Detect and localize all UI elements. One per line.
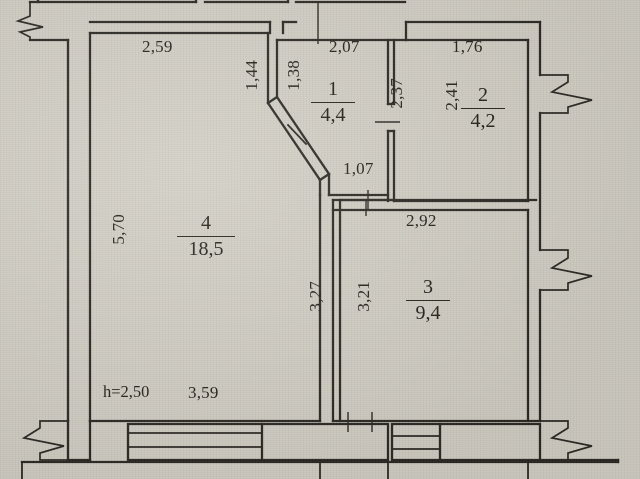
break-line-top-left	[15, 1, 44, 41]
room-label-3: 3 9,4	[400, 276, 456, 325]
dimension-room4-top: 2,59	[142, 37, 173, 56]
room-label-2: 2 4,2	[455, 84, 511, 133]
room-area-4: 18,5	[188, 238, 224, 260]
window-room4-frame	[126, 422, 390, 462]
wall-diagonal-inner	[275, 95, 331, 176]
dimension-room4-left: 5,70	[109, 214, 128, 245]
dimension-diagonal-left: 1,44	[242, 60, 261, 91]
room-area-1: 4,4	[320, 104, 346, 126]
dimension-room3-left-height: 3,21	[354, 281, 373, 312]
window-room3-frame	[390, 422, 542, 462]
room-number-1: 1	[328, 78, 338, 100]
room-area-2: 4,2	[470, 110, 496, 132]
door-marker-diagonal	[286, 123, 308, 146]
label-ceiling-height: h=2,50	[103, 382, 150, 401]
room-fraction-bar-3	[406, 300, 450, 301]
room-label-1: 1 4,4	[305, 78, 361, 127]
room-label-4: 4 18,5	[170, 212, 242, 261]
dimension-room4-bottom: 3,59	[188, 383, 219, 402]
room-fraction-bar-2	[461, 108, 505, 109]
dimension-room2-top: 1,76	[452, 37, 483, 56]
room-number-2: 2	[478, 84, 488, 106]
dimension-room1-bottom: 1,07	[343, 159, 374, 178]
break-line-right-upper	[539, 74, 593, 114]
room-number-3: 3	[423, 276, 433, 298]
dimension-room1-right: 2,37	[387, 78, 406, 109]
room-number-4: 4	[201, 212, 211, 234]
room-fraction-bar-4	[177, 236, 235, 237]
break-line-bottom-right	[539, 420, 593, 461]
break-line-right-lower	[539, 249, 593, 291]
wall-diagonal-outer	[266, 101, 322, 182]
wall-diagonal-cap-bottom	[318, 172, 331, 182]
break-line-bottom-left	[21, 420, 69, 461]
room-area-3: 9,4	[415, 302, 441, 324]
dimension-diagonal-right: 1,38	[284, 60, 303, 91]
dimension-corridor-height: 3,27	[306, 281, 325, 312]
room-fraction-bar-1	[311, 102, 355, 103]
dimension-room3-top: 2,92	[406, 211, 437, 230]
dimension-room1-top: 2,07	[329, 37, 360, 56]
wall-diagonal-cap-top	[266, 95, 279, 105]
